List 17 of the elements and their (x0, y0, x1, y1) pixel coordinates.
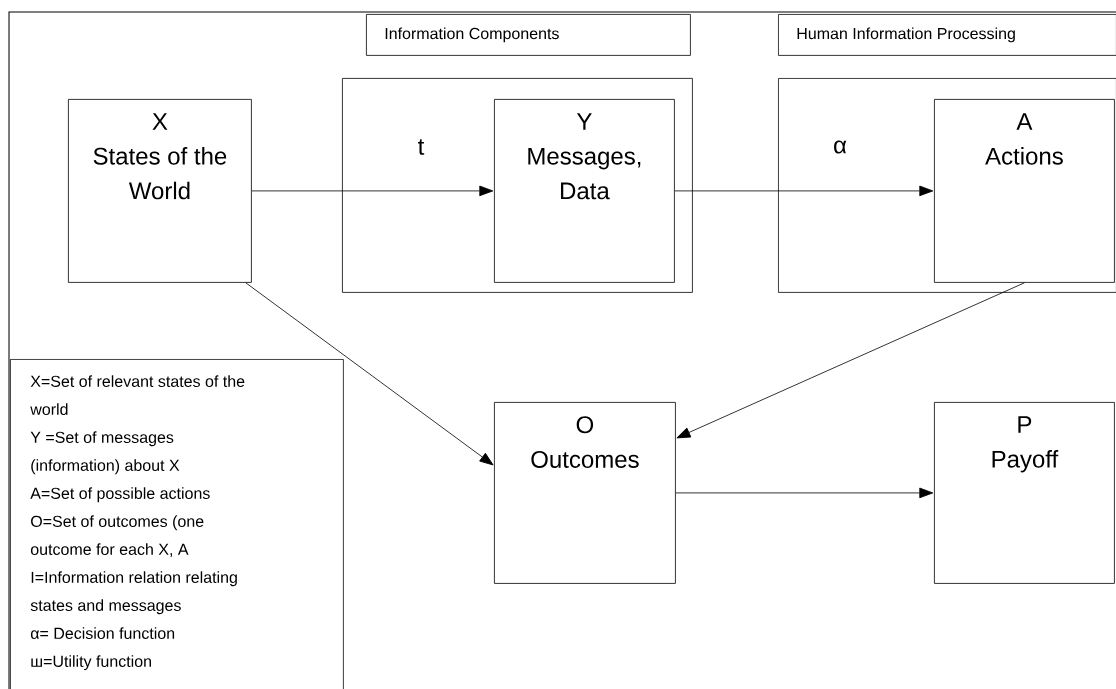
arrow (674, 185, 934, 197)
edge-label: α (831, 139, 849, 155)
group-box (778, 78, 1116, 293)
process-box: O Outcomes (494, 402, 676, 584)
arrow (245, 282, 494, 466)
section-header: Human Information Processing (778, 14, 1116, 56)
section-header: Information Components (366, 14, 691, 56)
process-box: X States of the World (68, 99, 252, 283)
process-box: A Actions (934, 99, 1115, 283)
definition-box: X=Set of relevant states of the world Y =Set of messages (information) about X A=Set of possible actions O=Set of outcomes (one outcome for each X, A I=Information relation relating states and messages α= Decision function ш=Utility function (10, 359, 344, 689)
group-box (342, 78, 693, 293)
process-box: P Payoff (934, 402, 1115, 584)
process-box: Y Messages, Data (494, 99, 675, 283)
edge-label: t (416, 137, 426, 157)
arrow (251, 185, 494, 197)
arrow (675, 487, 934, 499)
arrow (676, 282, 1025, 439)
